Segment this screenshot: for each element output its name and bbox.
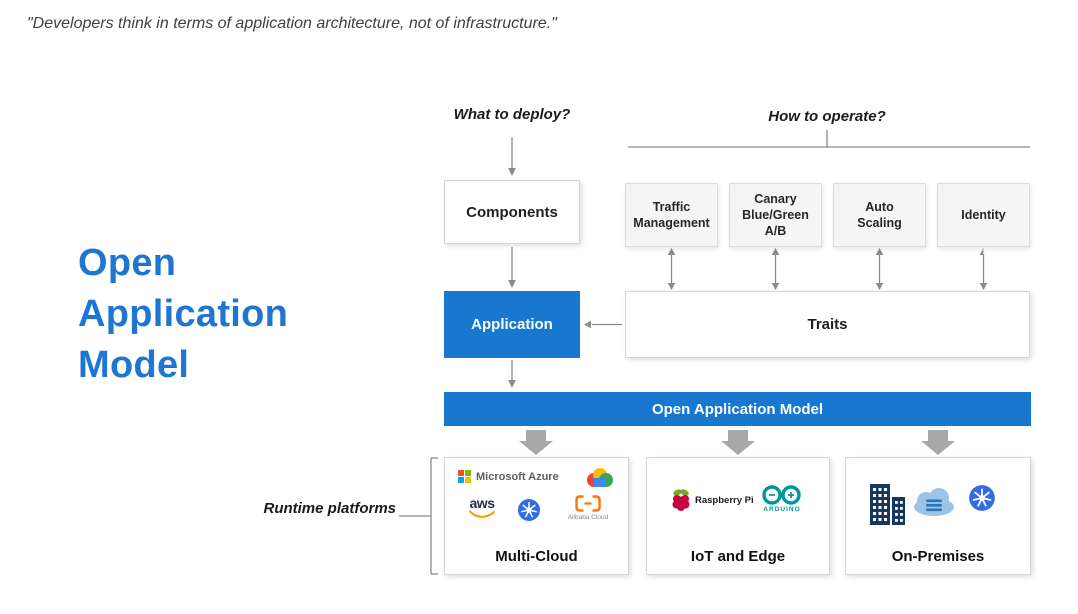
traits-label: Traits <box>807 316 847 333</box>
kubernetes-icon <box>968 484 996 512</box>
trait-label: Canary Blue/Green A/B <box>742 191 809 240</box>
raspberry-pi-logo: Raspberry Pi <box>671 488 754 512</box>
raspberry-icon <box>671 488 691 512</box>
arduino-text: ARDUINO <box>763 506 800 513</box>
platform-label-iot-edge: IoT and Edge <box>647 548 829 565</box>
diagram-title: Open Application Model <box>78 238 288 391</box>
double-arrow-identity <box>980 248 988 290</box>
aws-logo: aws <box>462 497 502 519</box>
title-line-1: Open <box>78 238 288 289</box>
components-box: Components <box>444 180 580 244</box>
traits-box: Traits <box>625 291 1030 358</box>
cloud-servers-icon <box>912 487 956 517</box>
runtime-platforms-label: Runtime platforms <box>240 500 396 517</box>
application-box: Application <box>444 291 580 358</box>
oam-bar: Open Application Model <box>444 392 1031 426</box>
block-arrow-iot <box>721 430 755 455</box>
double-arrow-auto-scaling <box>876 248 884 290</box>
trait-box-traffic-management: Traffic Management <box>625 183 718 247</box>
double-arrow-canary <box>772 248 780 290</box>
alibaba-logo-text: Alibaba Cloud <box>568 514 608 521</box>
what-to-deploy-label: What to deploy? <box>444 106 580 123</box>
arduino-infinity-icon <box>759 485 805 505</box>
microsoft-icon <box>458 470 471 483</box>
block-arrow-multicloud <box>519 430 553 455</box>
how-to-operate-label: How to operate? <box>737 108 917 125</box>
platform-label-multi-cloud: Multi-Cloud <box>445 548 628 565</box>
aws-smile-icon <box>468 510 496 519</box>
arrow-components-to-application <box>508 247 516 288</box>
microsoft-azure-logo: Microsoft Azure <box>458 470 559 483</box>
trait-label: Auto Scaling <box>857 199 901 232</box>
platform-multi-cloud: Microsoft Azure aws <box>444 457 629 575</box>
platform-iot-edge: Raspberry Pi ARDUINO IoT and Edge <box>646 457 830 575</box>
arrow-application-to-oam <box>508 360 516 388</box>
raspberry-pi-text: Raspberry Pi <box>695 495 754 506</box>
how-to-operate-connector <box>628 130 1030 147</box>
aws-logo-text: aws <box>470 497 495 510</box>
quote: "Developers think in terms of applicatio… <box>27 15 557 33</box>
kubernetes-icon <box>517 498 541 522</box>
google-cloud-icon <box>585 467 615 489</box>
building-icon <box>870 480 906 525</box>
arrow-deploy-to-components <box>508 137 516 176</box>
application-label: Application <box>471 316 553 333</box>
runtime-platforms-bracket <box>399 458 438 574</box>
alibaba-cloud-icon: Alibaba Cloud <box>557 495 619 521</box>
double-arrow-traffic-management <box>668 248 676 290</box>
block-arrow-onprem <box>921 430 955 455</box>
trait-label: Traffic Management <box>633 199 709 232</box>
arrow-traits-to-application <box>584 321 622 329</box>
azure-logo-text: Microsoft Azure <box>476 471 559 483</box>
title-line-2: Application <box>78 289 288 340</box>
trait-box-auto-scaling: Auto Scaling <box>833 183 926 247</box>
title-line-3: Model <box>78 340 288 391</box>
components-label: Components <box>466 204 558 221</box>
trait-box-canary: Canary Blue/Green A/B <box>729 183 822 247</box>
platform-label-on-premises: On-Premises <box>846 548 1030 565</box>
trait-box-identity: Identity <box>937 183 1030 247</box>
trait-label: Identity <box>961 207 1005 223</box>
platform-on-premises: On-Premises <box>845 457 1031 575</box>
oam-bar-label: Open Application Model <box>652 401 823 418</box>
block-arrows <box>519 430 955 455</box>
arduino-logo: ARDUINO <box>753 485 811 513</box>
